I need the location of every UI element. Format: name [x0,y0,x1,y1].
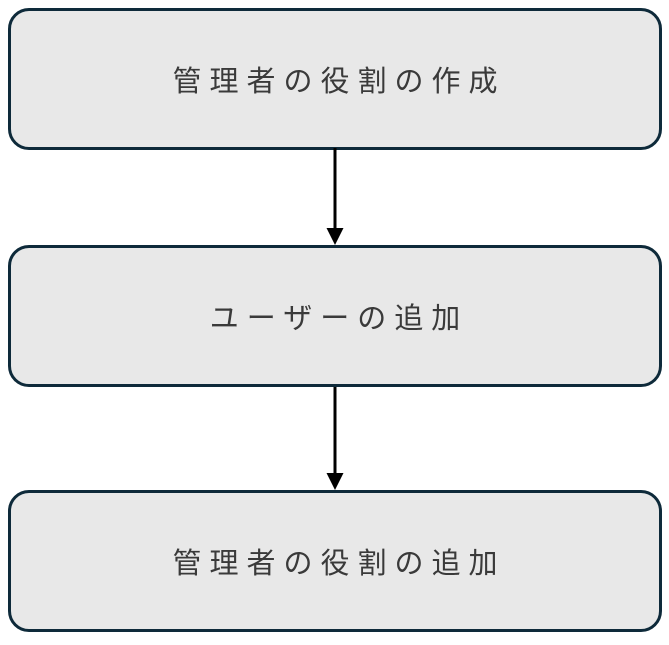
arrow-down-icon [326,148,344,245]
flow-node-label: ユーザーの追加 [209,303,469,335]
flow-node-label: 管理者の役割の作成 [172,66,506,98]
flow-node-add-users: ユーザーの追加 [8,245,662,387]
arrow-down-icon [326,387,344,490]
flow-node-create-admin-role: 管理者の役割の作成 [8,8,662,150]
flow-node-label: 管理者の役割の追加 [172,548,506,580]
flow-node-add-admin-role: 管理者の役割の追加 [8,490,662,632]
